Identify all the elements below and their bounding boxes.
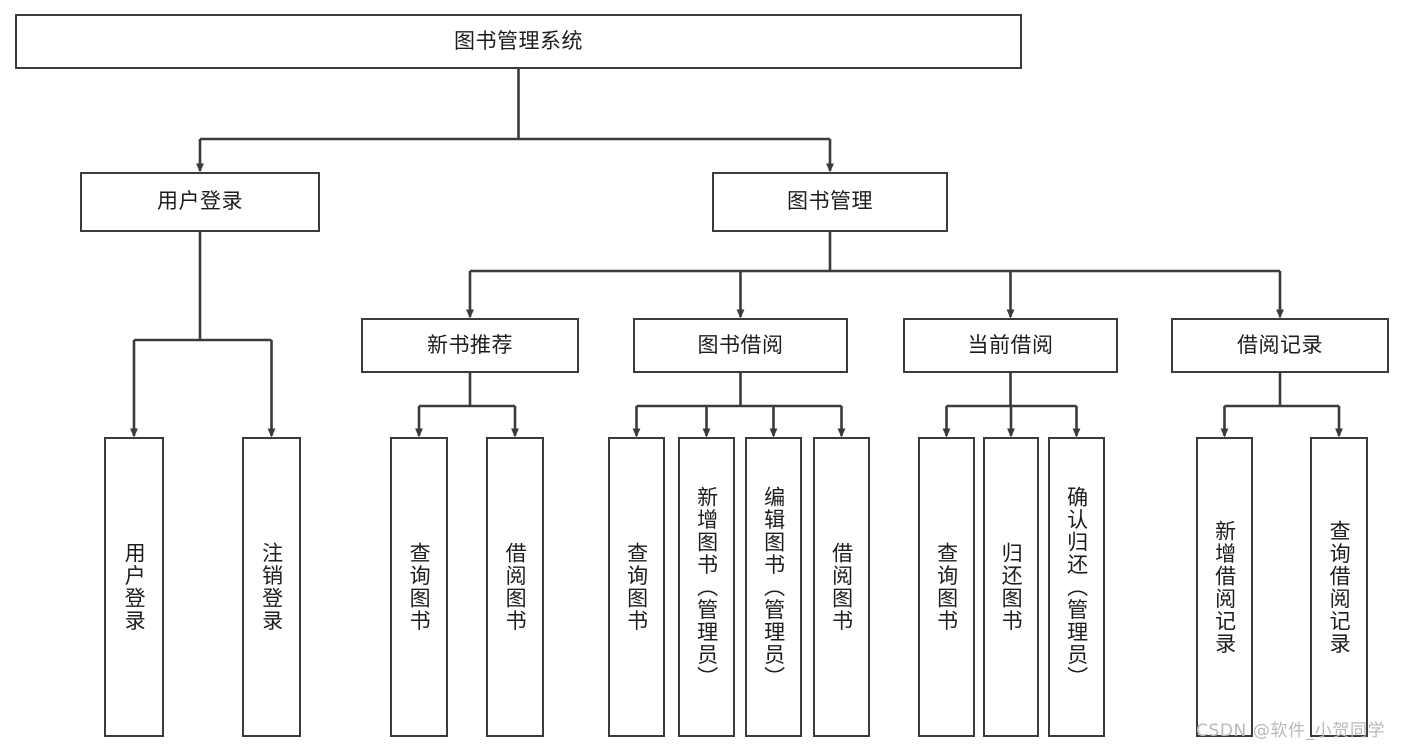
node-leaf-borrow-book[interactable]: 借阅图书 xyxy=(813,437,870,737)
node-root[interactable]: 图书管理系统 xyxy=(15,14,1022,69)
node-leaf-confirm-return[interactable]: 确认归还（管理员） xyxy=(1048,437,1105,737)
node-label: 注销登录 xyxy=(259,542,284,632)
node-label: 图书管理 xyxy=(787,189,873,214)
node-label: 新增图书（管理员） xyxy=(694,485,719,689)
csdn-watermark: CSDN @软件_小贺同学 xyxy=(1196,721,1386,741)
node-label: 新书推荐 xyxy=(427,332,513,357)
node-user-login[interactable]: 用户登录 xyxy=(80,172,320,232)
node-borrow-record[interactable]: 借阅记录 xyxy=(1171,318,1389,373)
node-label: 查询图书 xyxy=(934,542,959,632)
node-leaf-return-book[interactable]: 归还图书 xyxy=(983,437,1039,737)
node-label: 归还图书 xyxy=(999,542,1024,632)
node-leaf-query-borrow-record[interactable]: 查询借阅记录 xyxy=(1310,437,1368,737)
node-label: 用户登录 xyxy=(157,189,243,214)
node-label: 图书管理系统 xyxy=(454,28,583,53)
node-label: 新增借阅记录 xyxy=(1212,519,1237,655)
node-label: 图书借阅 xyxy=(697,332,784,357)
node-book-borrow[interactable]: 图书借阅 xyxy=(633,318,848,373)
node-leaf-add-borrow-record[interactable]: 新增借阅记录 xyxy=(1196,437,1253,737)
node-label: 查询图书 xyxy=(407,542,432,632)
node-leaf-user-login[interactable]: 用户登录 xyxy=(104,437,164,737)
node-leaf-edit-book[interactable]: 编辑图书（管理员） xyxy=(745,437,802,737)
node-label: 借阅记录 xyxy=(1237,332,1323,357)
node-leaf-add-book[interactable]: 新增图书（管理员） xyxy=(678,437,735,737)
node-leaf-logout[interactable]: 注销登录 xyxy=(242,437,301,737)
node-label: 借阅图书 xyxy=(503,542,528,632)
node-label: 查询借阅记录 xyxy=(1327,519,1352,655)
node-current-borrow[interactable]: 当前借阅 xyxy=(903,318,1118,373)
node-leaf-query-book-borrow[interactable]: 查询图书 xyxy=(608,437,665,737)
node-label: 当前借阅 xyxy=(967,332,1054,357)
node-new-book-recommend[interactable]: 新书推荐 xyxy=(361,318,579,373)
node-leaf-borrow-book-recommend[interactable]: 借阅图书 xyxy=(486,437,544,737)
node-label: 借阅图书 xyxy=(829,542,854,632)
node-label: 确认归还（管理员） xyxy=(1064,485,1089,689)
node-label: 用户登录 xyxy=(122,542,147,632)
node-label: 查询图书 xyxy=(624,542,649,632)
node-leaf-query-book-current[interactable]: 查询图书 xyxy=(918,437,975,737)
node-book-manage[interactable]: 图书管理 xyxy=(712,172,948,232)
node-leaf-query-book-recommend[interactable]: 查询图书 xyxy=(390,437,448,737)
node-label: 编辑图书（管理员） xyxy=(761,485,786,689)
